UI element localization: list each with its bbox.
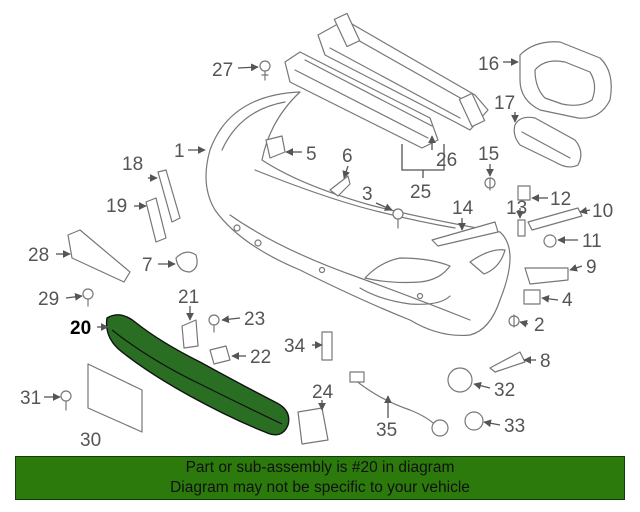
callout-4[interactable]: 4 bbox=[562, 290, 573, 311]
callout-19[interactable]: 19 bbox=[106, 196, 127, 217]
clip-4 bbox=[523, 289, 541, 305]
screw-3 bbox=[392, 208, 404, 229]
callout-33[interactable]: 33 bbox=[504, 416, 525, 437]
callout-17[interactable]: 17 bbox=[494, 93, 515, 114]
callout-34[interactable]: 34 bbox=[284, 336, 306, 357]
callout-15[interactable]: 15 bbox=[478, 144, 499, 165]
callout-27[interactable]: 27 bbox=[212, 60, 233, 81]
leader-lines bbox=[44, 58, 591, 428]
callout-23[interactable]: 23 bbox=[244, 309, 265, 330]
callout-2[interactable]: 2 bbox=[534, 315, 545, 336]
bracket-18 bbox=[157, 169, 181, 223]
clip-7 bbox=[175, 251, 198, 273]
lower-grille-part-20 bbox=[105, 314, 290, 436]
side-trim-part bbox=[513, 116, 582, 168]
info-banner: Part or sub-assembly is #20 in diagram D… bbox=[15, 456, 625, 500]
screw-27 bbox=[259, 60, 271, 81]
callout-16[interactable]: 16 bbox=[478, 54, 499, 75]
callout-25[interactable]: 25 bbox=[410, 182, 431, 203]
callout-14[interactable]: 14 bbox=[452, 198, 474, 219]
callout-32[interactable]: 32 bbox=[494, 380, 515, 401]
bracket-10 bbox=[527, 207, 583, 231]
license-plate-30 bbox=[87, 363, 143, 433]
callout-30[interactable]: 30 bbox=[80, 430, 101, 451]
callout-35[interactable]: 35 bbox=[376, 420, 397, 441]
cap-33 bbox=[464, 411, 484, 431]
callout-31[interactable]: 31 bbox=[20, 388, 41, 409]
bracket-19 bbox=[145, 197, 167, 243]
callout-9[interactable]: 9 bbox=[586, 257, 597, 278]
callout-8[interactable]: 8 bbox=[540, 351, 551, 372]
screw-2 bbox=[508, 314, 520, 328]
parts-diagram: 27 16 17 1 5 26 18 6 15 19 3 25 12 14 13… bbox=[20, 12, 613, 451]
clip-22 bbox=[209, 345, 231, 365]
energy-absorber-part bbox=[284, 51, 439, 149]
clip-12 bbox=[517, 185, 531, 201]
cap-32 bbox=[447, 367, 473, 393]
callout-11[interactable]: 11 bbox=[582, 231, 602, 252]
screw-23 bbox=[208, 314, 220, 333]
callout-18[interactable]: 18 bbox=[122, 154, 143, 175]
callout-26[interactable]: 26 bbox=[436, 150, 457, 171]
washer-housing-part bbox=[519, 41, 612, 119]
bracket-14 bbox=[431, 221, 499, 247]
bumper-cover-part bbox=[205, 91, 511, 337]
impact-bar-part bbox=[317, 12, 489, 131]
clip-5 bbox=[265, 135, 286, 159]
banner-line-disclaimer: Diagram may not be specific to your vehi… bbox=[170, 479, 470, 496]
nut-11 bbox=[543, 234, 557, 248]
callout-3[interactable]: 3 bbox=[362, 184, 373, 205]
reflector-9 bbox=[524, 267, 569, 285]
cover-24 bbox=[297, 407, 329, 445]
callout-7[interactable]: 7 bbox=[142, 255, 153, 276]
callout-29[interactable]: 29 bbox=[38, 289, 59, 310]
callout-21[interactable]: 21 bbox=[178, 287, 199, 308]
bracket-21 bbox=[181, 319, 199, 349]
screw-29 bbox=[82, 288, 94, 307]
trim-8 bbox=[489, 351, 526, 373]
sensor-34 bbox=[321, 331, 333, 361]
callout-6[interactable]: 6 bbox=[342, 146, 353, 167]
callout-5[interactable]: 5 bbox=[306, 144, 317, 165]
callout-12[interactable]: 12 bbox=[550, 189, 571, 210]
callout-20-highlighted[interactable]: 20 bbox=[70, 318, 91, 339]
bolt-13 bbox=[517, 219, 526, 237]
callout-10[interactable]: 10 bbox=[592, 201, 613, 222]
bracket-28 bbox=[67, 229, 131, 283]
callout-13[interactable]: 13 bbox=[506, 198, 527, 219]
callout-24[interactable]: 24 bbox=[312, 382, 334, 403]
callout-28[interactable]: 28 bbox=[28, 245, 49, 266]
bracket-6 bbox=[329, 175, 351, 197]
screw-31 bbox=[60, 390, 72, 411]
banner-line-part-number: Part or sub-assembly is #20 in diagram bbox=[185, 459, 455, 476]
callout-22[interactable]: 22 bbox=[250, 347, 271, 368]
harness-35 bbox=[349, 371, 449, 437]
callout-labels: 27 16 17 1 5 26 18 6 15 19 3 25 12 14 13… bbox=[20, 54, 613, 451]
callout-1[interactable]: 1 bbox=[174, 141, 185, 162]
screw-15 bbox=[484, 177, 496, 191]
